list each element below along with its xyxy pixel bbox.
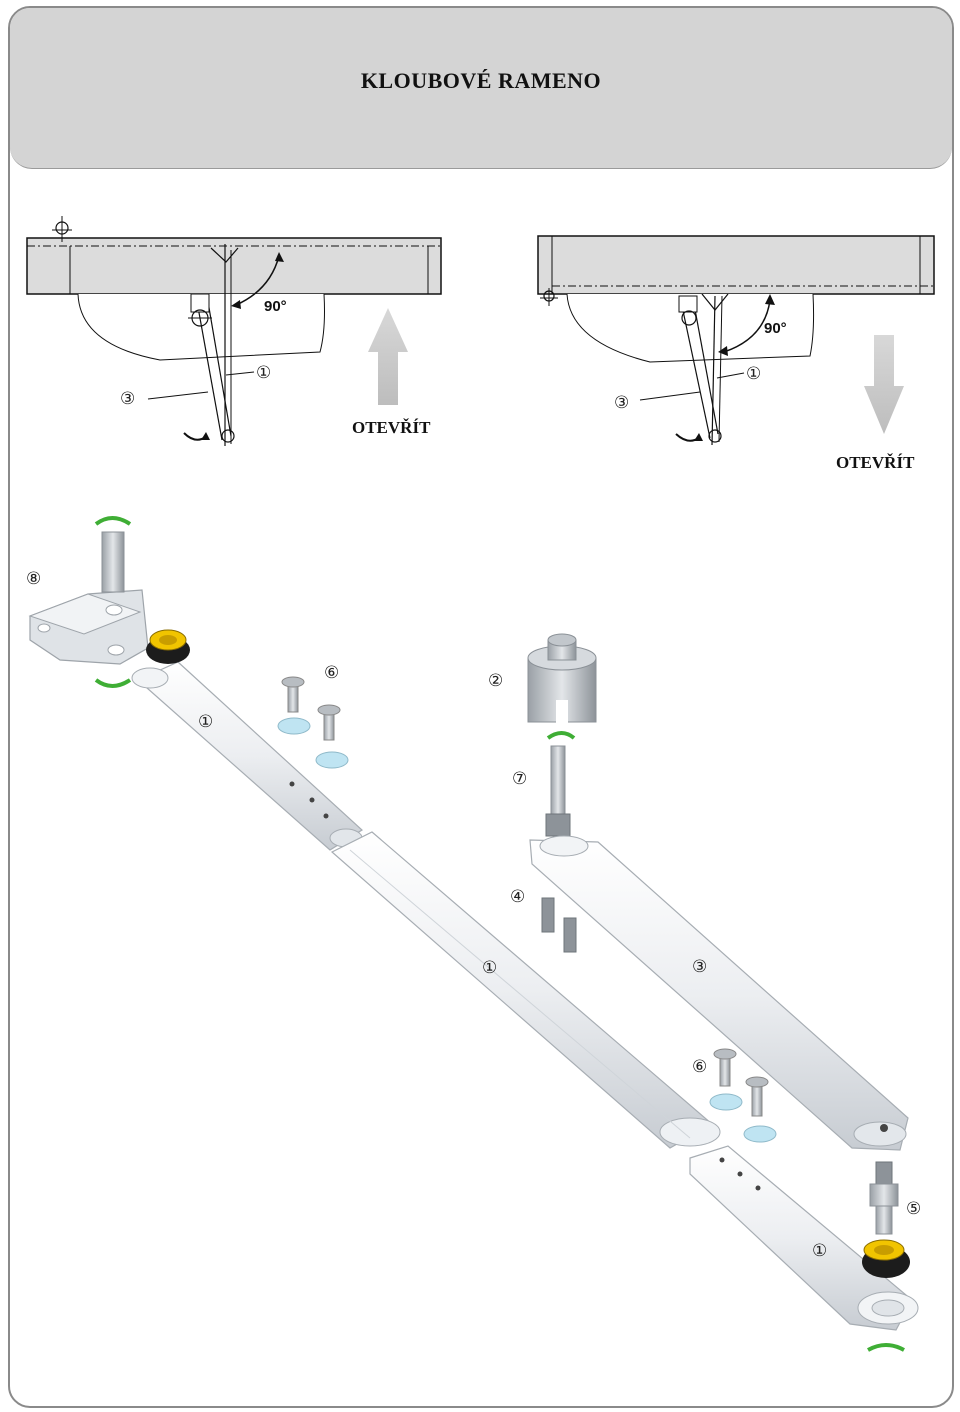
part-label-arm: ① bbox=[256, 363, 271, 383]
open-direction-label-left: OTEVŘÍT bbox=[352, 418, 431, 437]
arrow-up-icon bbox=[368, 308, 408, 405]
part-label-screws-top: ⑥ bbox=[324, 663, 339, 683]
part-label-arm-top: ① bbox=[198, 712, 213, 732]
screw-set-link bbox=[541, 897, 577, 953]
angle-label-right: 90° bbox=[764, 320, 787, 337]
part-label-cap: ② bbox=[488, 671, 503, 691]
part-label-bracket: ⑧ bbox=[26, 569, 41, 589]
main-arm-segment-bottom bbox=[689, 1145, 919, 1352]
header-bar: KLOUBOVÉ RAMENO bbox=[10, 8, 952, 169]
part-label-link-arm: ③ bbox=[692, 957, 707, 977]
door-frame-left bbox=[26, 237, 442, 295]
part-label-bolt: ⑦ bbox=[512, 769, 527, 789]
part-label-screws-link: ④ bbox=[510, 887, 525, 907]
exploded-assembly: ⑧ ① ⑥ ① bbox=[26, 516, 921, 1352]
part-label-arm-tube: ① bbox=[482, 958, 497, 978]
door-frame-right bbox=[537, 235, 935, 295]
rotation-arrow-icon bbox=[201, 432, 210, 440]
screw-set-bottom bbox=[709, 1048, 777, 1143]
retaining-clip-icon bbox=[94, 516, 132, 526]
part-label-link-arm: ③ bbox=[614, 393, 629, 413]
main-arm-segment-top bbox=[131, 629, 363, 851]
retaining-clip-icon bbox=[546, 731, 576, 740]
door-diagram-left: 90° ① ③ OTEVŘÍT bbox=[26, 216, 442, 446]
main-arm-tube bbox=[330, 831, 721, 1149]
threaded-stud bbox=[869, 1161, 899, 1235]
page-title: KLOUBOVÉ RAMENO bbox=[360, 68, 602, 93]
part-label-stud: ⑤ bbox=[906, 1199, 921, 1219]
arrow-down-icon bbox=[864, 335, 904, 434]
shaft-adapter-cap bbox=[527, 633, 597, 740]
rotation-arrow-icon bbox=[694, 433, 703, 441]
screw-set-top bbox=[277, 676, 349, 769]
mounting-bracket bbox=[28, 516, 149, 688]
door-diagram-right: 90° ① ③ OTEVŘÍT bbox=[537, 235, 935, 472]
part-label-arm-bottom: ① bbox=[812, 1241, 827, 1261]
link-arm bbox=[529, 835, 909, 1151]
angle-label-left: 90° bbox=[264, 298, 287, 315]
retaining-clip-icon bbox=[867, 1343, 905, 1352]
retaining-clip-icon bbox=[94, 678, 132, 688]
pivot-bolt bbox=[545, 745, 571, 837]
part-label-arm: ① bbox=[746, 364, 761, 384]
open-direction-label-right: OTEVŘÍT bbox=[836, 453, 915, 472]
part-label-link-arm: ③ bbox=[120, 389, 135, 409]
part-label-screws-bottom: ⑥ bbox=[692, 1057, 707, 1077]
